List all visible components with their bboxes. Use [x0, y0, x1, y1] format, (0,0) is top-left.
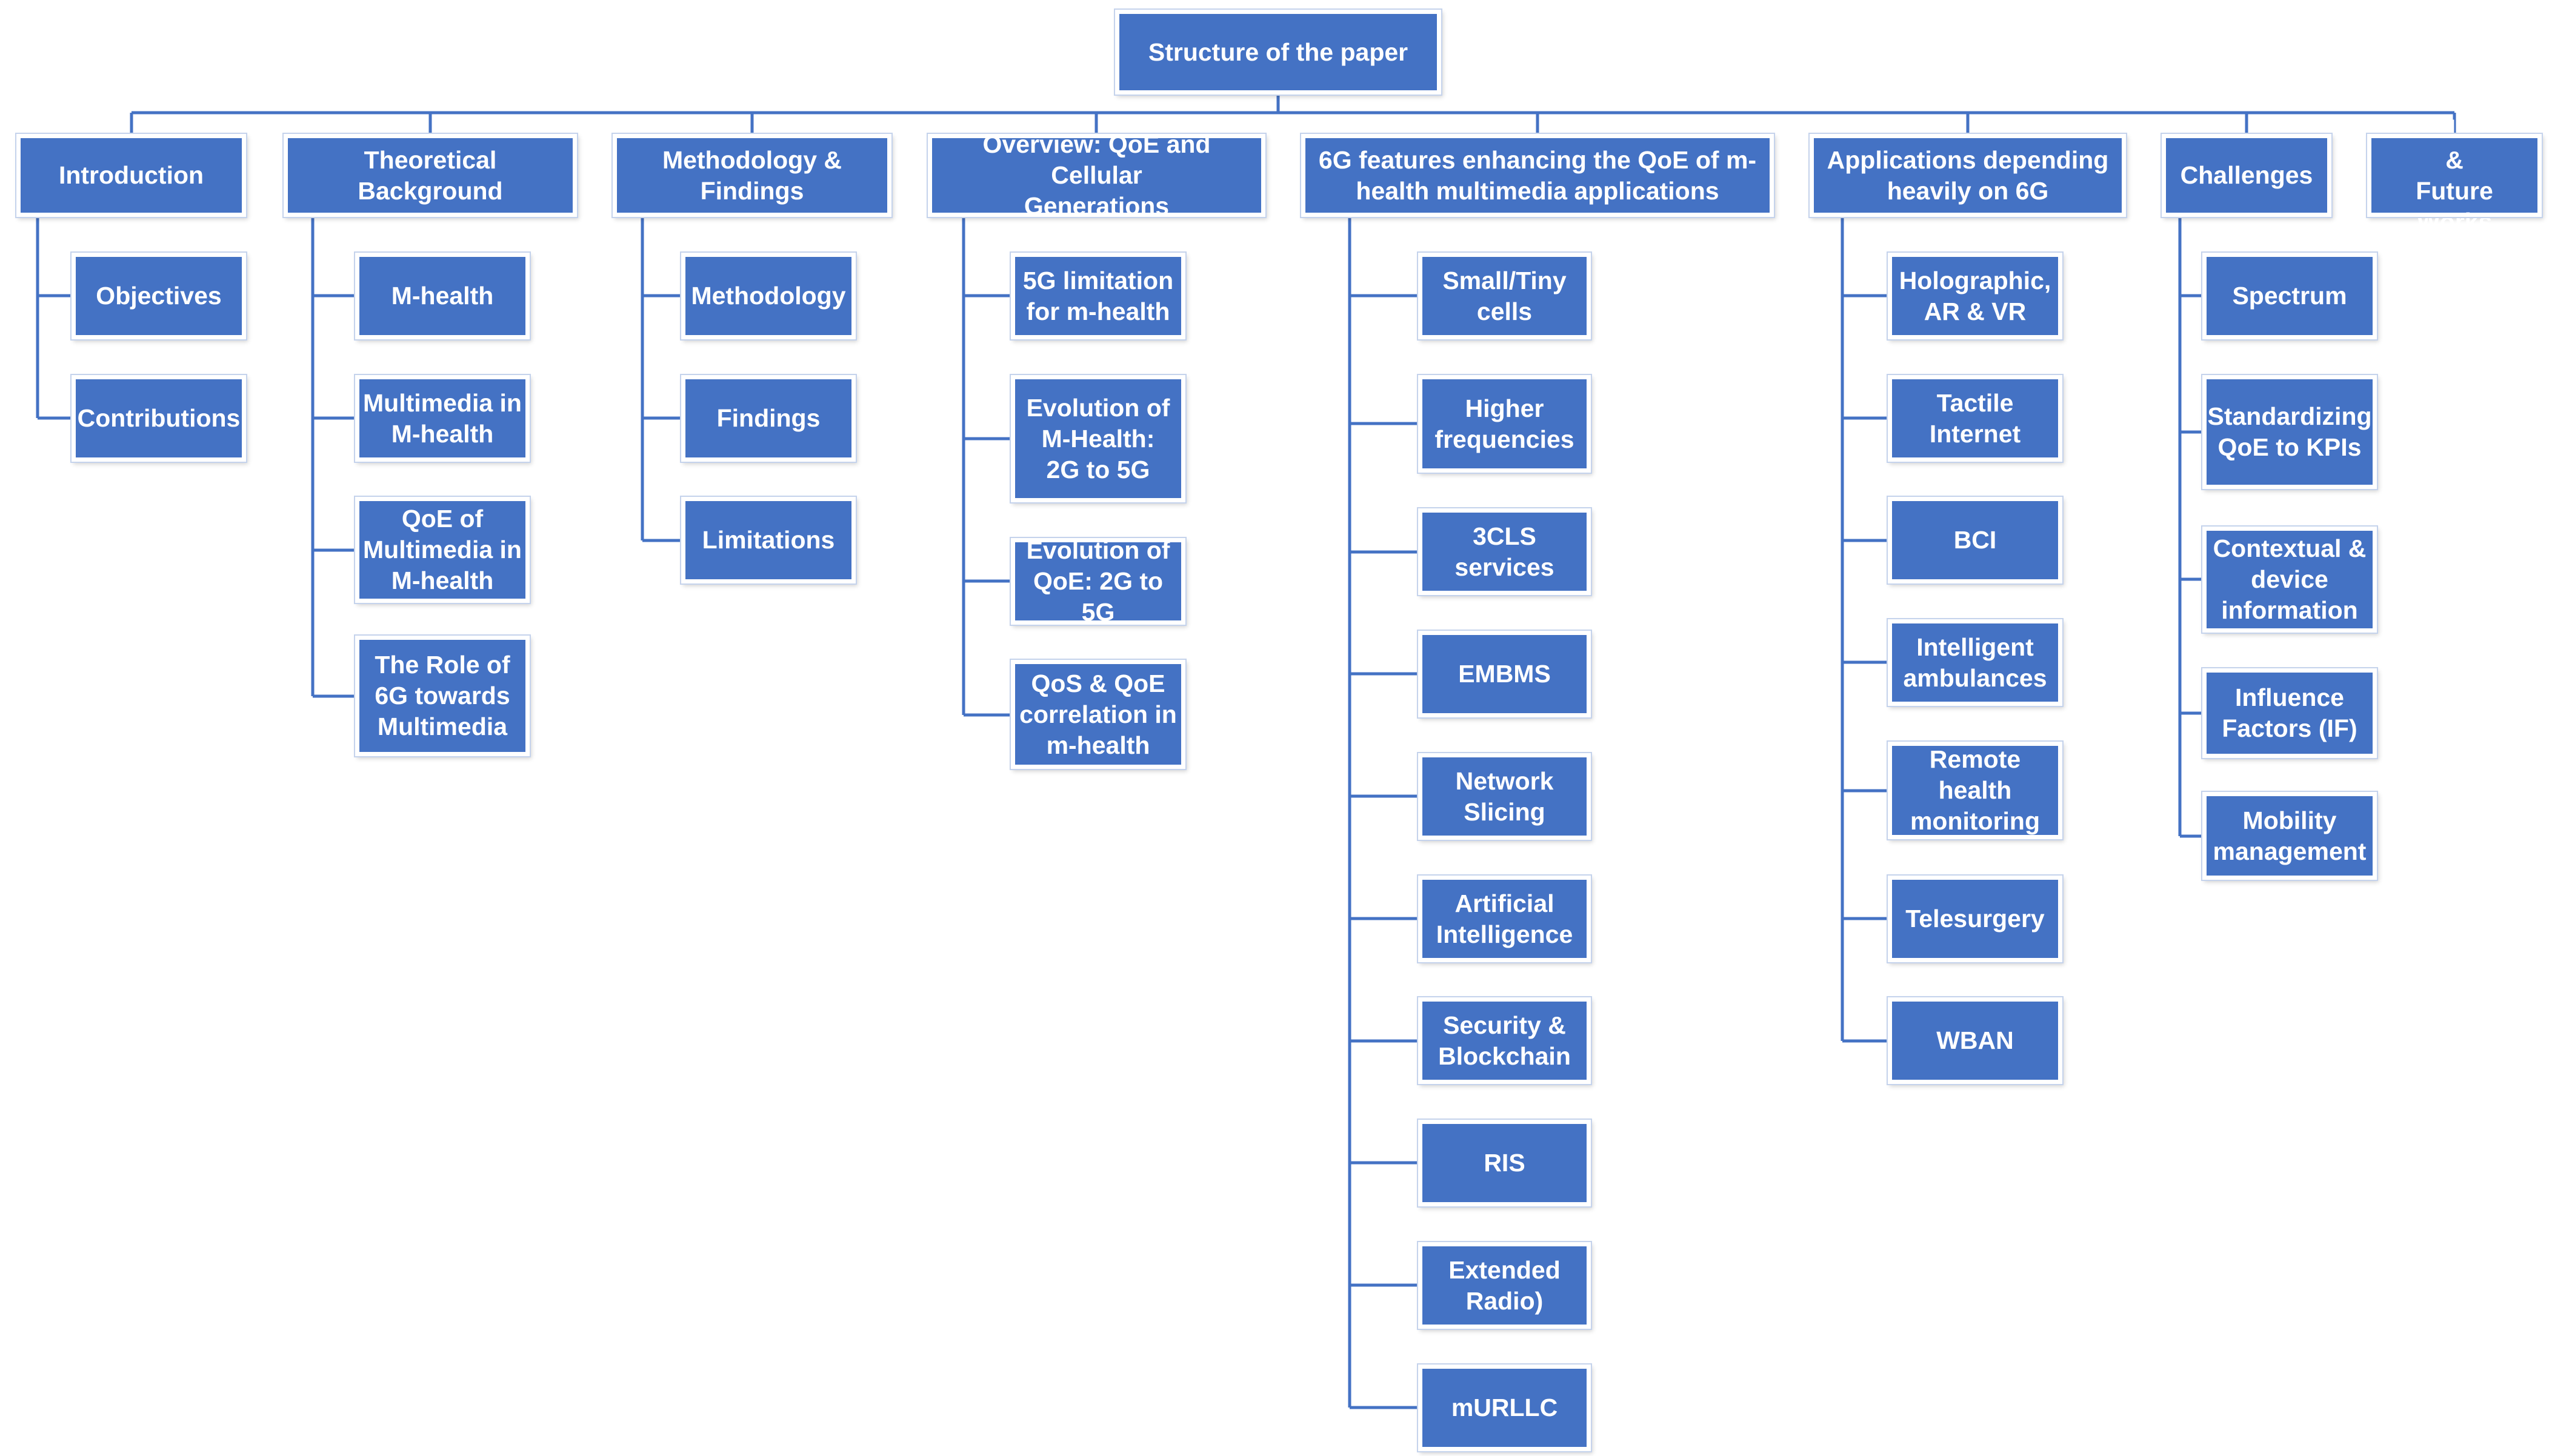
item-murllc: mURLLC	[1417, 1363, 1592, 1452]
item-limitations: Limitations	[680, 496, 857, 585]
item-bci: BCI	[1887, 496, 2064, 585]
item-5g-limitation: 5G limitation for m-health	[1010, 251, 1187, 341]
section-overview-qoe: Overview: QoE and Cellular Generations	[927, 130, 1267, 220]
item-embms: EMBMS	[1417, 630, 1592, 719]
item-contributions: Contributions	[70, 374, 247, 463]
item-network-slicing: Network Slicing	[1417, 752, 1592, 841]
item-contextual-device-info: Contextual & device information	[2201, 525, 2378, 634]
item-spectrum: Spectrum	[2201, 251, 2378, 341]
item-small-tiny-cells: Small/Tiny cells	[1417, 251, 1592, 341]
section-theoretical-background: Theoretical Background	[282, 133, 578, 218]
item-holographic-ar-vr: Holographic, AR & VR	[1887, 251, 2064, 341]
item-role-of-6g: The Role of 6G towards Multimedia	[354, 634, 531, 757]
item-security-blockchain: Security & Blockchain	[1417, 996, 1592, 1085]
item-extended-radio: Extended Radio)	[1417, 1241, 1592, 1330]
item-qos-qoe-correlation: QoS & QoE correlation in m-health	[1010, 659, 1187, 770]
item-wban: WBAN	[1887, 996, 2064, 1085]
item-evolution-m-health: Evolution of M-Health: 2G to 5G	[1010, 374, 1187, 504]
section-6g-features: 6G features enhancing the QoE of m- heal…	[1300, 133, 1775, 218]
item-objectives: Objectives	[70, 251, 247, 341]
item-standardizing-qoe: Standardizing QoE to KPIs	[2201, 374, 2378, 490]
item-artificial-intelligence: Artificial Intelligence	[1417, 874, 1592, 963]
item-m-health: M-health	[354, 251, 531, 341]
item-3cls-services: 3CLS services	[1417, 507, 1592, 596]
section-challenges: Challenges	[2161, 133, 2333, 218]
item-remote-health-monitoring: Remote health monitoring	[1887, 740, 2064, 840]
item-telesurgery: Telesurgery	[1887, 874, 2064, 963]
item-methodology: Methodology	[680, 251, 857, 341]
section-methodology-findings: Methodology & Findings	[611, 133, 893, 218]
item-mobility-management: Mobility management	[2201, 791, 2378, 881]
item-evolution-qoe: Evolution of QoE: 2G to 5G	[1010, 536, 1187, 626]
root-node: Structure of the paper	[1114, 8, 1442, 96]
item-influence-factors: Influence Factors (IF)	[2201, 667, 2378, 759]
item-findings: Findings	[680, 374, 857, 463]
item-ris: RIS	[1417, 1119, 1592, 1208]
item-tactile-internet: Tactile Internet	[1887, 374, 2064, 463]
section-applications-6g: Applications depending heavily on 6G	[1808, 133, 2127, 218]
item-higher-frequencies: Higher frequencies	[1417, 374, 1592, 474]
item-qoe-of-multimedia: QoE of Multimedia in M-health	[354, 496, 531, 604]
item-intelligent-ambulances: Intelligent ambulances	[1887, 618, 2064, 707]
section-introduction: Introduction	[15, 133, 247, 218]
section-conclusion: Conclusion & Future Works	[2366, 115, 2543, 236]
item-multimedia-in-m-health: Multimedia in M-health	[354, 374, 531, 463]
